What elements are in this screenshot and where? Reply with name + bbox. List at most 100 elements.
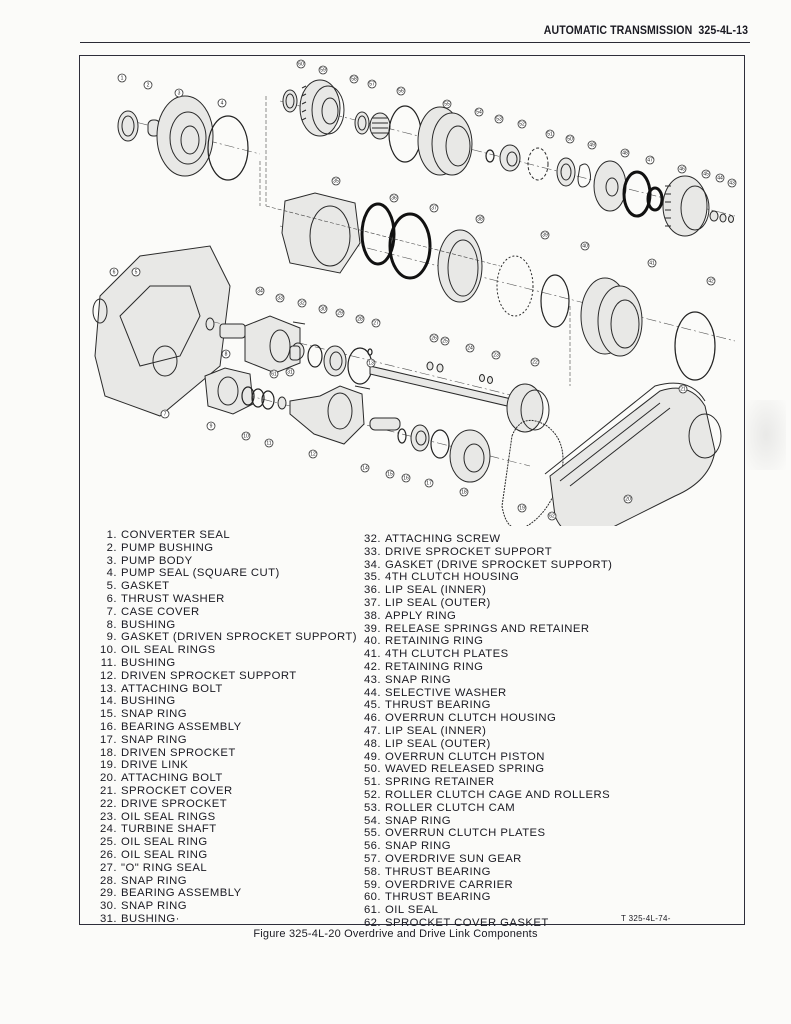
callout-36: 36 — [389, 193, 399, 203]
svg-text:27: 27 — [373, 321, 379, 327]
turbine-shaft-part — [369, 365, 521, 410]
legend-number: 31. — [99, 912, 117, 925]
svg-text:3: 3 — [178, 91, 181, 97]
legend-item: 39.RELEASE SPRINGS AND RETAINER — [363, 623, 612, 636]
callout-28: 28 — [355, 314, 365, 324]
callout-58: 58 — [349, 74, 359, 84]
legend-number: 47. — [363, 724, 381, 737]
svg-text:40: 40 — [582, 244, 588, 250]
legend-item: 17.SNAP RING — [99, 734, 357, 747]
svg-text:28: 28 — [357, 317, 363, 323]
legend-item: 51.SPRING RETAINER — [363, 776, 612, 789]
svg-text:7: 7 — [164, 412, 167, 418]
callout-20: 20 — [623, 494, 633, 504]
legend-item: 18.DRIVEN SPROCKET — [99, 747, 357, 760]
callout-35: 35 — [331, 176, 341, 186]
legend-item: 28.SNAP RING — [99, 875, 357, 888]
legend-label: OVERRUN CLUTCH PLATES — [385, 827, 546, 840]
legend-item: 43.SNAP RING — [363, 674, 612, 687]
legend-number: 54. — [363, 814, 381, 827]
svg-text:12: 12 — [310, 452, 316, 458]
svg-text:61: 61 — [271, 372, 277, 378]
o-ring-seal-part — [367, 348, 373, 356]
callout-16: 16 — [401, 473, 411, 483]
svg-text:39: 39 — [542, 233, 548, 239]
legend-number: 53. — [363, 801, 381, 814]
callout-37: 37 — [429, 203, 439, 213]
legend-number: 23. — [99, 810, 117, 823]
lip-seal-inner-47-part — [646, 186, 664, 212]
legend-number: 41. — [363, 648, 381, 661]
sprocket-cover-part — [549, 387, 722, 526]
callout-30: 30 — [318, 304, 328, 314]
legend-label: OIL SEAL RING — [121, 836, 208, 849]
sprocket-cover-gasket-part — [544, 382, 706, 475]
legend-label: CONVERTER SEAL — [121, 529, 231, 541]
legend-label: OIL SEAL RINGS — [121, 644, 216, 657]
legend-number: 29. — [99, 887, 117, 900]
svg-text:4: 4 — [221, 101, 224, 107]
svg-text:55: 55 — [444, 102, 450, 108]
legend-number: 44. — [363, 686, 381, 699]
callout-32: 32 — [297, 298, 307, 308]
callout-22: 22 — [530, 357, 540, 367]
legend-label: GASKET (DRIVEN SPROCKET SUPPORT) — [121, 631, 357, 644]
figure-reference-code: T 325-4L-74- — [621, 914, 671, 923]
legend-label: SPRING RETAINER — [385, 776, 495, 789]
legend-label: SNAP RING — [121, 900, 187, 913]
svg-text:62: 62 — [549, 514, 555, 520]
exploded-view-diagram: 1 2 3 4 60 59 58 57 56 55 54 53 52 51 50… — [92, 59, 737, 526]
lip-seal-outer-48-part — [622, 170, 652, 218]
legend-label: DRIVE SPROCKET — [121, 797, 228, 810]
overdrive-carrier-part — [299, 79, 345, 137]
legend-label: OVERDRIVE SUN GEAR — [385, 852, 522, 865]
callout-38: 38 — [475, 214, 485, 224]
svg-text:29: 29 — [337, 311, 343, 317]
legend-number: 49. — [363, 750, 381, 763]
callout-24: 24 — [465, 343, 475, 353]
legend-number: 50. — [363, 763, 381, 776]
legend-item: 45.THRUST BEARING — [363, 699, 612, 712]
svg-text:20: 20 — [625, 497, 631, 503]
legend-item: 49.OVERRUN CLUTCH PISTON — [363, 751, 612, 764]
legend-label: LIP SEAL (OUTER) — [385, 737, 491, 750]
legend-number: 13. — [99, 682, 117, 695]
svg-text:8: 8 — [225, 352, 228, 358]
callout-15: 15 — [385, 469, 395, 479]
callout-47: 47 — [645, 155, 655, 165]
callout-25: 25 — [440, 336, 450, 346]
svg-text:58: 58 — [351, 77, 357, 83]
svg-text:47: 47 — [647, 158, 653, 164]
legend-number: 24. — [99, 823, 117, 836]
callout-9: 9 — [206, 421, 216, 431]
legend-label: OIL SEAL RINGS — [121, 810, 216, 823]
snap-ring-54-part — [485, 149, 495, 163]
legend-label: BUSHING· — [121, 912, 180, 925]
legend-number: 5. — [106, 580, 117, 593]
legend-item: 57.OVERDRIVE SUN GEAR — [363, 853, 612, 866]
legend-label: OIL SEAL — [385, 904, 439, 917]
legend-label: SPROCKET COVER GASKET — [385, 916, 549, 929]
callout-14: 14 — [360, 463, 370, 473]
legend-number: 20. — [99, 772, 117, 785]
legend-number: 48. — [363, 737, 381, 750]
svg-text:54: 54 — [476, 110, 482, 116]
legend-label: DRIVE LINK — [121, 759, 189, 772]
svg-text:33: 33 — [277, 296, 283, 302]
bearing-assembly-16-part — [410, 424, 430, 452]
legend-item: 8.BUSHING — [99, 619, 357, 632]
legend-item: 29.BEARING ASSEMBLY — [99, 887, 357, 900]
callout-51: 51 — [545, 129, 555, 139]
legend-number: 27. — [99, 861, 117, 874]
legend-number: 12. — [99, 669, 117, 682]
legend-number: 33. — [363, 545, 381, 558]
callout-7: 7 — [160, 409, 170, 419]
legend-number: 9. — [106, 631, 117, 644]
legend-item: 24.TURBINE SHAFT — [99, 823, 357, 836]
legend-number: 11. — [100, 656, 117, 669]
callout-44: 44 — [715, 173, 725, 183]
legend-item: 27."O" RING SEAL — [99, 862, 357, 875]
svg-text:45: 45 — [703, 172, 709, 178]
header-title: AUTOMATIC TRANSMISSION 325-4L-13 — [544, 25, 748, 37]
snap-ring-15-part — [397, 428, 407, 444]
